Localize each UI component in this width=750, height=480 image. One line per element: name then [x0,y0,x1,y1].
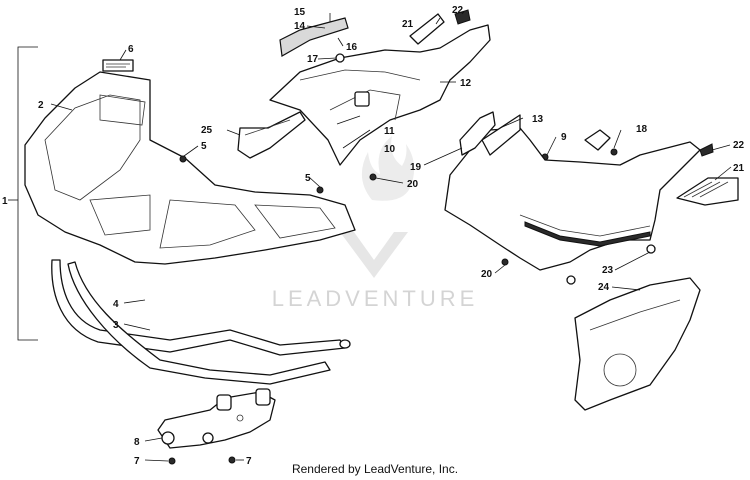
callout-21-side: 21 [733,163,745,174]
bracket-1 [8,46,38,341]
watermark: LEADVENTURE [272,136,479,311]
callout-5-deck: 5 [305,173,311,184]
bumper-tubes [51,259,351,385]
callout-10: 10 [384,144,396,155]
callout-25: 25 [201,125,213,136]
callout-8: 8 [134,437,140,448]
callout-7-left: 7 [134,456,140,467]
callout-11: 11 [384,126,395,137]
callout-15: 15 [294,7,306,18]
callout-22-top: 22 [452,5,464,16]
watermark-text: LEADVENTURE [272,286,479,311]
callout-13: 13 [532,114,544,125]
rack-label-6 [102,59,134,72]
callout-labels: 1 2 3 4 5 5 6 7 7 8 9 10 11 12 13 14 15 … [2,5,745,467]
footer-credit: Rendered by LeadVenture, Inc. [291,462,459,476]
lower-panel [574,277,701,411]
callout-5-rack: 5 [201,141,207,152]
callout-2: 2 [38,100,44,111]
callout-24: 24 [598,282,610,293]
callout-12: 12 [460,78,472,89]
callout-20-hood: 20 [407,179,419,190]
callout-16: 16 [346,42,358,53]
callout-14: 14 [294,21,306,32]
watermark-v-icon [340,232,408,278]
callout-3: 3 [113,320,119,331]
leader-lines [50,11,732,462]
callout-23: 23 [602,265,614,276]
callout-9: 9 [561,132,567,143]
callout-6: 6 [128,44,134,55]
callout-21-top: 21 [402,19,414,30]
callout-1: 1 [2,196,8,207]
mount-bracket [157,388,276,449]
callout-18: 18 [636,124,648,135]
callout-7-right: 7 [246,456,252,467]
callout-4: 4 [113,299,119,310]
bracket-25 [237,111,306,159]
side-panel [444,111,739,271]
callout-19: 19 [410,162,422,173]
callout-20-panel: 20 [481,269,493,280]
watermark-flame-icon [361,136,415,201]
callout-17: 17 [307,54,319,65]
front-hood [269,9,491,166]
callout-22-side: 22 [733,140,745,151]
front-rack [24,59,356,265]
